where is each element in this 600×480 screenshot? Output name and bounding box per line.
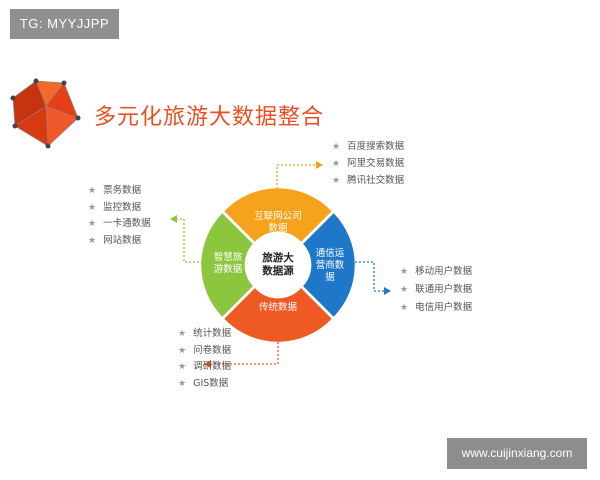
hub-label-line: 数据源 <box>262 265 294 277</box>
hub-circle <box>249 236 307 294</box>
segment-label-line: 数据 <box>268 223 288 234</box>
star-icon: ★ <box>88 219 97 229</box>
hub-label-line: 旅游大 <box>262 252 294 264</box>
list-top-right: ★百度搜索数据 ★阿里交易数据 ★腾讯社交数据 <box>332 138 404 189</box>
segment-label-line: 互联网公司 <box>254 211 302 222</box>
connector-left-arrow <box>170 215 177 223</box>
star-icon: ★ <box>88 186 97 196</box>
list-item: ★调研数据 <box>178 361 232 372</box>
list-item: ★监控数据 <box>88 201 142 213</box>
list-bottom: ★统计数据 ★问卷数据 ★调研数据 ★GIS数据 <box>178 325 231 391</box>
list-right: ★移动用户数据 ★联通用户数据 ★电信用户数据 <box>400 263 472 317</box>
list-item: ★GIS数据 <box>178 377 229 389</box>
connector-bottom <box>210 334 279 365</box>
ring-segment-left <box>201 213 253 317</box>
list-item: ★移动用户数据 <box>400 266 473 277</box>
star-icon: ★ <box>178 378 187 389</box>
connector-right-arrow <box>384 287 391 295</box>
list-item: ★电信用户数据 <box>400 302 473 313</box>
list-item: ★腾讯社交数据 <box>332 175 405 186</box>
ring-segment-top <box>224 188 332 242</box>
segment-label-line: 传统数据 <box>258 302 297 313</box>
watermark-url: www.cuijinxiang.com <box>447 438 587 469</box>
segment-label-line: 智慧旅 <box>213 252 243 263</box>
star-icon: ★ <box>178 329 187 339</box>
star-icon: ★ <box>400 303 409 313</box>
connector-top <box>276 164 317 193</box>
list-item: ★一卡通数据 <box>88 218 151 229</box>
segment-label-line: 营商数 <box>315 260 345 271</box>
list-item: ★联通用户数据 <box>400 284 473 295</box>
segment-label-bottom: 传统数据 <box>238 302 318 314</box>
ring-segment-bottom <box>224 288 332 342</box>
star-icon: ★ <box>400 285 409 295</box>
segment-label-left: 智慧旅 游数据 <box>206 252 250 276</box>
star-icon: ★ <box>400 267 409 277</box>
connector-top-arrow <box>316 161 323 169</box>
segment-label-line: 游数据 <box>213 264 243 275</box>
segment-label-line: 据 <box>325 272 335 283</box>
connector-bottom-arrow <box>204 360 211 368</box>
segment-label-top: 互联网公司 数据 <box>238 211 318 235</box>
list-top-left: ★票务数据 ★监控数据 ★一卡通数据 ★网站数据 <box>88 182 151 248</box>
star-icon: ★ <box>332 142 341 152</box>
connector-right <box>347 261 385 292</box>
list-item: ★网站数据 <box>88 234 142 246</box>
list-item: ★票务数据 <box>88 185 142 196</box>
connector-left <box>176 218 215 263</box>
star-icon: ★ <box>332 159 341 169</box>
list-item: ★阿里交易数据 <box>332 158 405 169</box>
star-icon: ★ <box>332 176 341 186</box>
star-icon: ★ <box>88 235 97 246</box>
polygon-logo-icon <box>10 78 81 149</box>
list-item: ★百度搜索数据 <box>332 141 405 152</box>
star-icon: ★ <box>88 202 97 213</box>
hub-label: 旅游大 数据源 <box>258 252 298 278</box>
star-icon: ★ <box>178 362 187 372</box>
segment-label-line: 通信运 <box>315 248 345 259</box>
ring-segment-right <box>303 213 355 317</box>
page-title: 多元化旅游大数据整合 <box>94 105 325 130</box>
list-item: ★统计数据 <box>178 328 232 339</box>
source-tag: TG: MYYJJPP <box>10 9 119 39</box>
star-icon: ★ <box>178 345 187 356</box>
segment-label-right: 通信运 营商数 据 <box>308 248 352 284</box>
list-item: ★问卷数据 <box>178 344 232 356</box>
